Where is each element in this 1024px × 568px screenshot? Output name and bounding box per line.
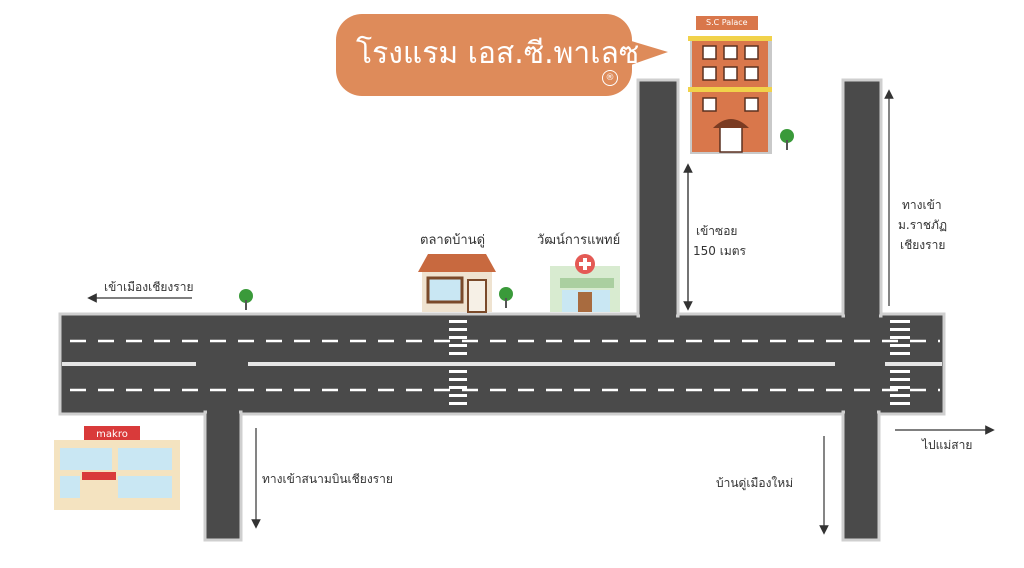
crosswalk: [449, 320, 467, 405]
hotel-name: โรงแรม เอส.ซี.พาเลซ: [356, 36, 640, 71]
roads: [58, 78, 946, 542]
direction-arrows: [87, 89, 995, 535]
soi-road-hotel: [636, 78, 680, 318]
hotel-speech-bubble: [336, 14, 632, 96]
university-label-3: เชียงราย: [900, 238, 946, 252]
clinic-label: วัฒน์การแพทย์: [537, 233, 621, 248]
market-label: ตลาดบ้านดู่: [420, 233, 486, 248]
soi-label-1: เข้าซอย: [696, 224, 738, 238]
svg-text:makro: makro: [96, 429, 128, 440]
airport-road: [203, 410, 243, 542]
makro-building-icon: makro: [54, 426, 180, 510]
hotel-building-icon: [688, 16, 772, 154]
ban-du-road: [841, 410, 881, 542]
registered-mark: ®: [602, 70, 618, 86]
university-label-1: ทางเข้า: [902, 198, 942, 212]
university-label-2: ม.ราชภัฏ: [898, 218, 948, 232]
hotel-sign: S.C Palace: [706, 18, 748, 27]
mae-sai-label: ไปแม่สาย: [922, 438, 973, 452]
university-road: [841, 78, 883, 318]
airport-label: ทางเข้าสนามบินเชียงราย: [262, 472, 393, 486]
soi-label-2: 150 เมตร: [693, 244, 746, 258]
clinic-building-icon: [550, 254, 620, 312]
crosswalk: [890, 320, 910, 405]
ban-du-label: บ้านดู่เมืองใหม่: [716, 476, 794, 490]
to-city-label: เข้าเมืองเชียงราย: [104, 280, 194, 294]
tree-icon: [239, 129, 794, 310]
market-building-icon: [418, 254, 496, 313]
